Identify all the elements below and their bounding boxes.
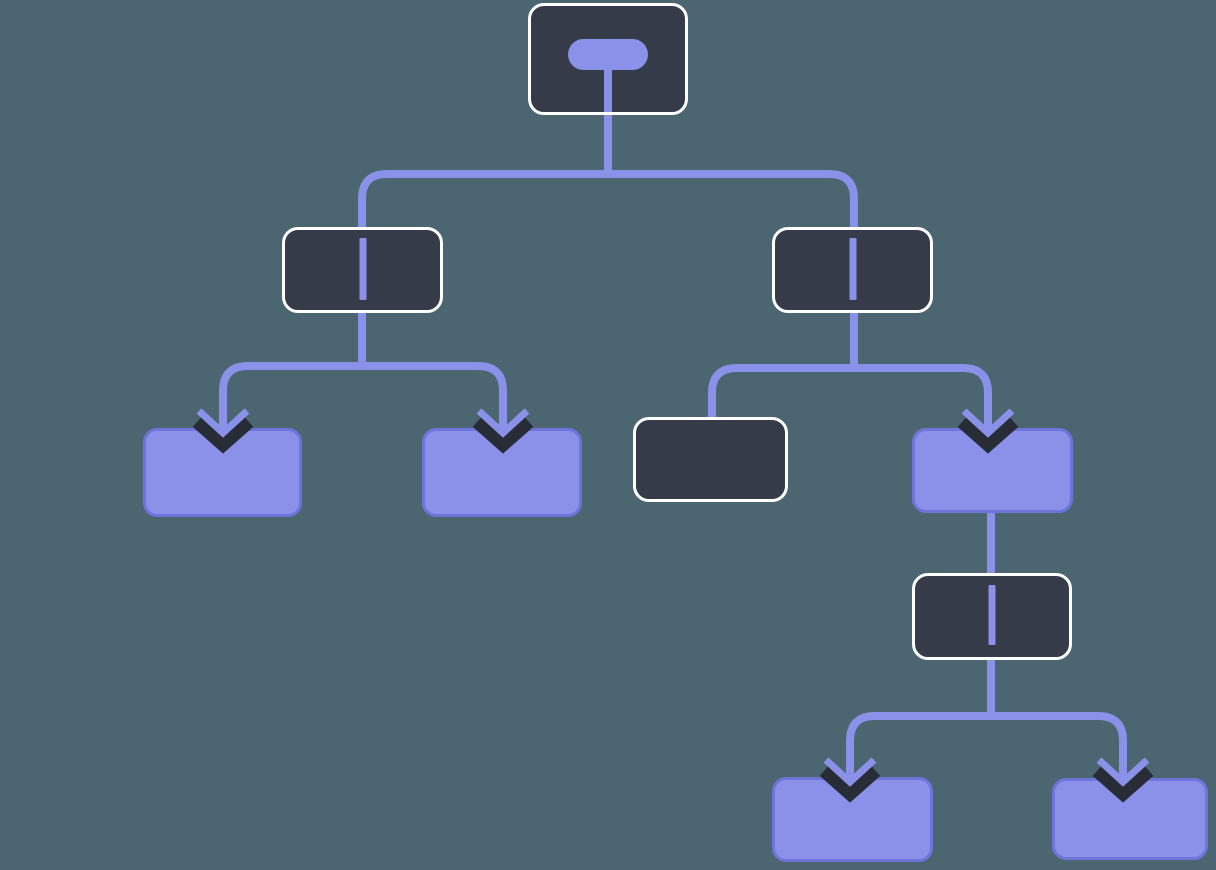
pass-through-line-icon <box>359 238 366 300</box>
chevron-down-arrow-icon <box>1092 754 1154 803</box>
node-child-right-dark[interactable] <box>633 417 788 502</box>
root-stem-shape <box>604 66 612 112</box>
chevron-down-arrow-icon <box>819 754 881 803</box>
pass-through-line-icon <box>988 585 996 645</box>
pass-through-line-icon <box>849 238 856 300</box>
connector-right-subtree <box>708 364 992 430</box>
connector-left-subtree <box>219 362 507 430</box>
node-root[interactable] <box>528 3 688 115</box>
chevron-down-arrow-icon <box>472 405 534 454</box>
tree-root-icon <box>531 6 685 112</box>
node-branch-left[interactable] <box>282 227 443 313</box>
connector-level1-bar <box>358 170 858 368</box>
root-pill-shape <box>568 39 648 70</box>
connector-bottom-subtree <box>846 712 1127 779</box>
node-branch-right[interactable] <box>772 227 933 313</box>
node-branch-bottom[interactable] <box>912 573 1072 660</box>
chevron-down-arrow-icon <box>957 405 1019 454</box>
chevron-down-arrow-icon <box>192 405 254 454</box>
